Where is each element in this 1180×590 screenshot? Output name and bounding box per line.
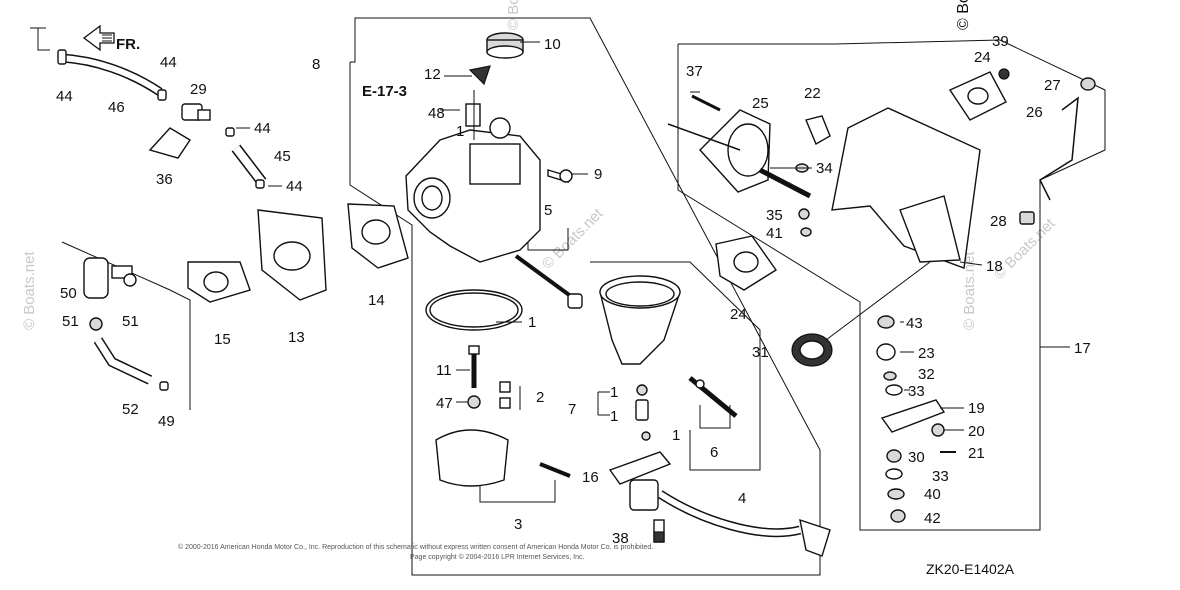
callout-49: 49: [158, 413, 175, 430]
callout-43: 43: [906, 315, 923, 332]
callout-24: 24: [730, 306, 747, 323]
callout-16: 16: [582, 469, 599, 486]
watermark-far-right: © Boats.net: [961, 251, 978, 330]
callout-2: 2: [536, 389, 544, 406]
callout-34: 34: [816, 160, 833, 177]
callout-27: 27: [1044, 77, 1061, 94]
callout-39: 39: [992, 33, 1009, 50]
callout-33: 33: [932, 468, 949, 485]
copyright-line-2: Page copyright © 2004-2016 LPR Internet …: [410, 553, 584, 561]
callout-26: 26: [1026, 104, 1043, 121]
callout-45: 45: [274, 148, 291, 165]
callout-28: 28: [990, 213, 1007, 230]
callout-18: 18: [986, 258, 1003, 275]
callout-51: 51: [122, 313, 139, 330]
callout-30: 30: [908, 449, 925, 466]
callout-35: 35: [766, 207, 783, 224]
callout-36: 36: [156, 171, 173, 188]
callout-7: 7: [568, 401, 576, 418]
callout-42: 42: [924, 510, 941, 527]
control-bracket: [831, 107, 981, 269]
leader-lines: [236, 41, 983, 431]
callout-1: 1: [672, 427, 680, 444]
callout-20: 20: [968, 423, 985, 440]
callout-21: 21: [968, 445, 985, 462]
callout-29: 29: [190, 81, 207, 98]
parts: [57, 32, 1096, 557]
callout-44: 44: [286, 178, 303, 195]
callout-14: 14: [368, 292, 385, 309]
callout-37: 37: [686, 63, 703, 80]
callout-4: 4: [738, 490, 746, 507]
callout-51: 51: [62, 313, 79, 330]
callout-labels: E-17-3 44 46 44 29 44 45 44 36 8 12 10 4…: [56, 33, 1091, 547]
callout-44: 44: [56, 88, 73, 105]
callout-38: 38: [612, 530, 629, 547]
callout-33: 33: [908, 383, 925, 400]
callout-31: 31: [752, 344, 769, 361]
watermark-top: © Boats.net: [505, 0, 522, 30]
callout-9: 9: [594, 166, 602, 183]
copyright-line-1: © 2000-2016 American Honda Motor Co., In…: [178, 543, 653, 551]
callout-17: 17: [1074, 340, 1091, 357]
callout-52: 52: [122, 401, 139, 418]
callout-15: 15: [214, 331, 231, 348]
callout-1: 1: [456, 123, 464, 140]
callout-19: 19: [968, 400, 985, 417]
callout-50: 50: [60, 285, 77, 302]
callout-13: 13: [288, 329, 305, 346]
callout-5: 5: [544, 202, 552, 219]
callout-1: 1: [610, 408, 618, 425]
callout-11: 11: [436, 362, 452, 379]
callout-24: 24: [974, 49, 991, 66]
callout-32: 32: [918, 366, 935, 383]
callout-22: 22: [804, 85, 821, 102]
callout-44: 44: [160, 54, 177, 71]
callout-1: 1: [528, 314, 536, 331]
copyright-corner: © Boats.net: [955, 0, 972, 30]
callout-47: 47: [436, 395, 453, 412]
watermark-left: © Boats.net: [21, 251, 38, 330]
callout-12: 12: [424, 66, 441, 83]
front-direction-indicator: FR.: [82, 24, 140, 53]
callout-25: 25: [752, 95, 769, 112]
callout-46: 46: [108, 99, 125, 116]
reference-label: E-17-3: [362, 83, 407, 100]
callout-48: 48: [428, 105, 445, 122]
callout-6: 6: [710, 444, 718, 461]
callout-10: 10: [544, 36, 561, 53]
drawing-code: ZK20-E1402A: [926, 561, 1015, 577]
callout-23: 23: [918, 345, 935, 362]
callout-8: 8: [312, 56, 320, 73]
callout-3: 3: [514, 516, 522, 533]
callout-41: 41: [766, 225, 783, 242]
arrow-left-icon: [82, 24, 115, 52]
front-label: FR.: [116, 36, 140, 53]
callout-1: 1: [610, 384, 618, 401]
callout-44: 44: [254, 120, 271, 137]
callout-40: 40: [924, 486, 941, 503]
fuel-tube-46: [61, 53, 163, 96]
